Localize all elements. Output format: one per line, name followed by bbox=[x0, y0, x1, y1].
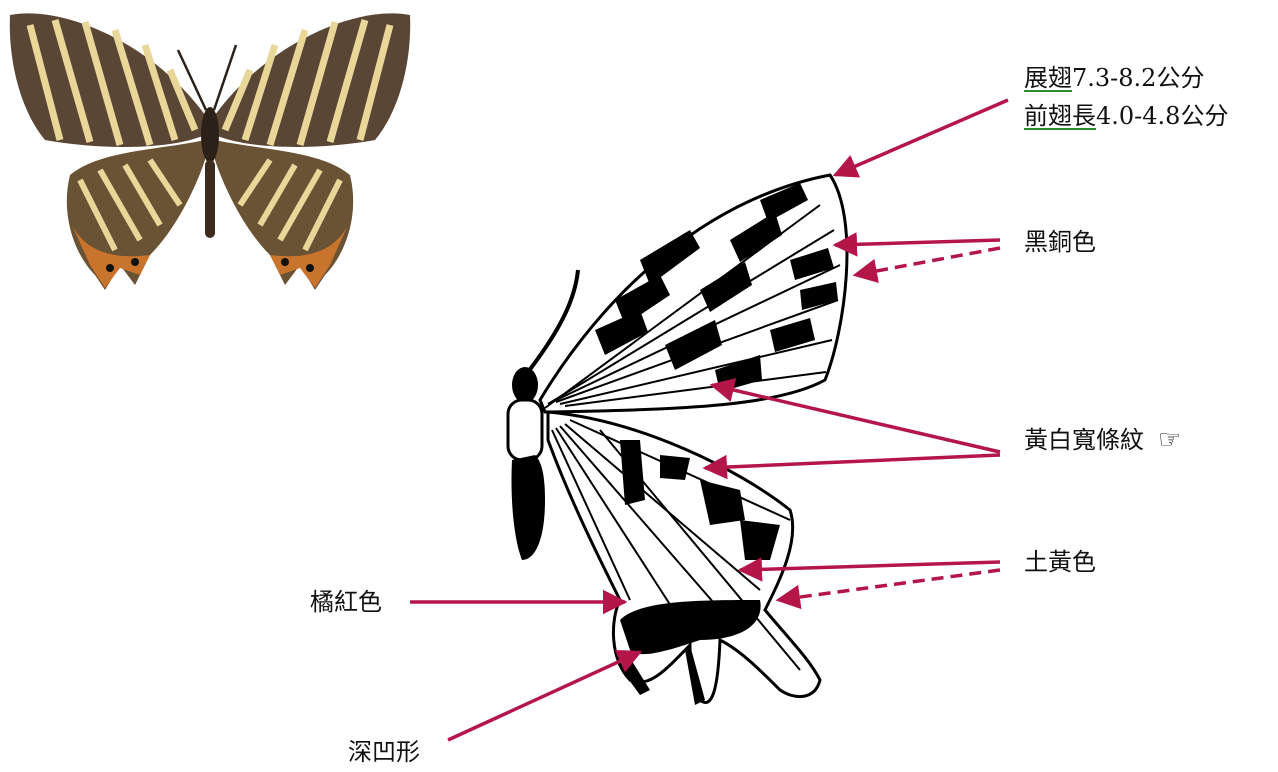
arrow-black-bronze-solid bbox=[835, 240, 1000, 245]
wingspan-value: 7.3-8.2公分 bbox=[1072, 64, 1204, 92]
forewing-term: 前翅長 bbox=[1024, 102, 1096, 130]
orange-red-label: 橘紅色 bbox=[310, 586, 382, 618]
arrow-black-bronze-dashed bbox=[855, 248, 1000, 275]
yellow-white-stripe-label: 黃白寬條紋 ☞ bbox=[1024, 424, 1181, 456]
arrow-stripe-lower bbox=[705, 455, 1000, 468]
stripe-text: 黃白寬條紋 bbox=[1024, 426, 1144, 454]
deep-notch-label: 深凹形 bbox=[348, 736, 420, 768]
pointing-hand-icon: ☞ bbox=[1158, 425, 1181, 455]
forewing-value: 4.0-4.8公分 bbox=[1096, 102, 1228, 130]
arrow-earth-yellow-dashed bbox=[778, 570, 1000, 600]
arrow-wingspan bbox=[835, 100, 1008, 175]
earth-yellow-label: 土黃色 bbox=[1024, 546, 1096, 578]
wingspan-label: 展翅7.3-8.2公分 bbox=[1024, 62, 1204, 94]
arrow-earth-yellow-solid bbox=[740, 562, 1000, 570]
arrow-stripe-upper bbox=[712, 385, 1000, 452]
wingspan-term: 展翅 bbox=[1024, 64, 1072, 92]
arrow-deep-notch bbox=[448, 652, 640, 740]
forewing-length-label: 前翅長4.0-4.8公分 bbox=[1024, 100, 1228, 132]
black-bronze-label: 黑銅色 bbox=[1024, 226, 1096, 258]
